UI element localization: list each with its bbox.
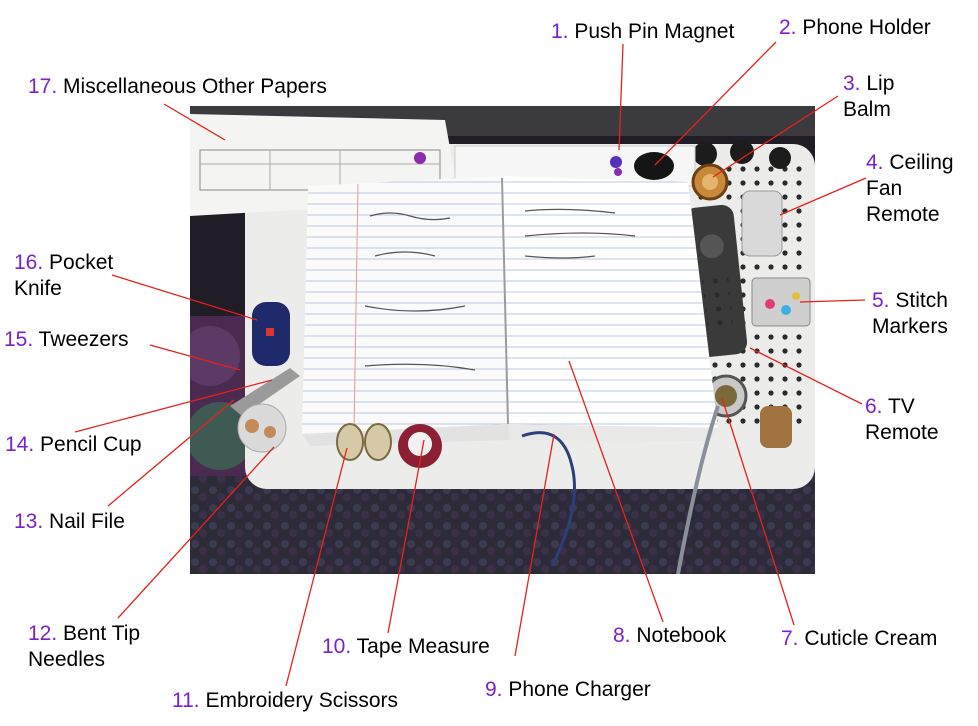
label-text: Miscellaneous Other Papers bbox=[63, 75, 327, 98]
label-text: Pencil Cup bbox=[40, 433, 142, 456]
label-text: Markers bbox=[872, 315, 948, 338]
label-cuticle-cream: 7. Cuticle Cream bbox=[781, 626, 937, 652]
label-text: Knife bbox=[14, 277, 62, 300]
label-text: Embroidery Scissors bbox=[205, 689, 399, 712]
label-number: 2. bbox=[779, 16, 797, 39]
label-number: 3. bbox=[843, 72, 861, 95]
label-phone-holder: 2. Phone Holder bbox=[779, 15, 931, 41]
label-number: 1. bbox=[551, 20, 569, 43]
label-number: 14. bbox=[5, 433, 35, 456]
label-text: Tweezers bbox=[38, 328, 129, 351]
label-number: 8. bbox=[613, 624, 631, 647]
phone-holder-shape bbox=[634, 152, 674, 180]
label-embroidery-scissors: 11. Embroidery Scissors bbox=[172, 688, 398, 714]
label-number: 9. bbox=[485, 678, 503, 701]
label-notebook: 8. Notebook bbox=[613, 623, 726, 649]
label-number: 16. bbox=[14, 251, 44, 274]
label-text: Push Pin Magnet bbox=[574, 20, 735, 43]
label-number: 15. bbox=[4, 328, 34, 351]
label-text: Pocket bbox=[49, 251, 114, 274]
label-tape-measure: 10. Tape Measure bbox=[322, 634, 490, 660]
label-text: Lip bbox=[866, 72, 895, 95]
label-miscellaneous-other-papers: 17. Miscellaneous Other Papers bbox=[28, 74, 327, 100]
label-text: Cuticle Cream bbox=[804, 627, 938, 650]
label-phone-charger: 9. Phone Charger bbox=[485, 677, 651, 703]
label-tweezers: 15. Tweezers bbox=[4, 327, 129, 353]
label-number: 12. bbox=[28, 622, 58, 645]
label-text: Needles bbox=[28, 648, 106, 671]
notebook-shape bbox=[302, 176, 718, 446]
label-nail-file: 13. Nail File bbox=[14, 509, 125, 535]
desk-photo bbox=[190, 106, 815, 574]
label-push-pin-magnet: 1. Push Pin Magnet bbox=[551, 19, 734, 45]
label-text: Stitch bbox=[895, 289, 948, 312]
label-text: Phone Holder bbox=[802, 16, 931, 39]
label-text: Phone Charger bbox=[508, 678, 651, 701]
label-text: Fan bbox=[866, 177, 903, 200]
label-text: Nail File bbox=[49, 510, 125, 533]
label-text: Bent Tip bbox=[63, 622, 141, 645]
label-text: Balm bbox=[843, 98, 891, 121]
label-text: Ceiling bbox=[889, 151, 954, 174]
label-number: 11. bbox=[172, 689, 200, 712]
label-number: 10. bbox=[322, 635, 352, 658]
label-tv-remote: 6. TV Remote bbox=[865, 394, 939, 446]
label-text: Notebook bbox=[636, 624, 727, 647]
label-pencil-cup: 14. Pencil Cup bbox=[5, 432, 142, 458]
label-text: Tape Measure bbox=[356, 635, 490, 658]
label-number: 17. bbox=[28, 75, 58, 98]
label-text: TV bbox=[887, 395, 915, 418]
label-number: 6. bbox=[865, 395, 883, 418]
photo-illustration bbox=[190, 106, 815, 574]
label-number: 7. bbox=[781, 627, 799, 650]
label-number: 5. bbox=[872, 289, 890, 312]
label-number: 13. bbox=[14, 510, 44, 533]
label-text: Remote bbox=[865, 421, 939, 444]
label-number: 4. bbox=[866, 151, 884, 174]
label-text: Remote bbox=[866, 203, 940, 226]
